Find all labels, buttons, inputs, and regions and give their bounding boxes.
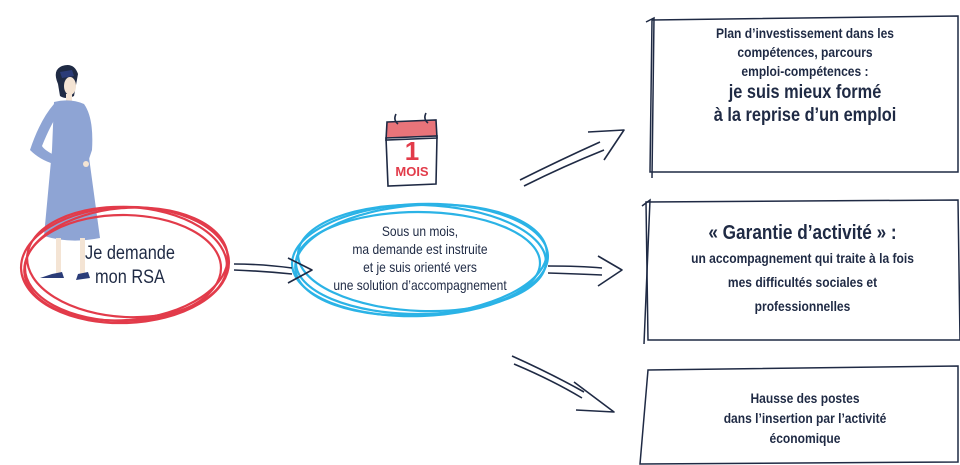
calendar-number: 1: [404, 136, 420, 166]
outcome-1-text: Plan d’investissement dans les compétenc…: [680, 24, 929, 127]
start-ellipse: [19, 205, 231, 325]
outcome-2-text: « Garantie d’activité » : un accompagnem…: [671, 220, 933, 318]
outcome-2-line-2: mes difficultés sociales et: [727, 274, 878, 290]
start-label: Je demande mon RSA: [78, 242, 181, 290]
outcome-box-1: [645, 15, 959, 179]
outcome-2-line-1: un accompagnement qui traite à la fois: [691, 250, 914, 266]
calendar-unit: MOIS: [395, 164, 429, 179]
arrow-to-outcome-3: [511, 355, 615, 413]
process-label-line-4: une solution d’accompagnement: [333, 277, 507, 293]
outcome-1-line-2: compétences, parcours: [737, 44, 873, 60]
arrow-to-outcome-1: [519, 129, 625, 187]
person-illustration: [30, 65, 100, 280]
outcome-1-line-3: emploi-compétences :: [741, 63, 869, 79]
arrow-to-outcome-2: [547, 255, 623, 287]
start-label-line-1: Je demande: [85, 243, 175, 264]
outcome-1-line-1: Plan d’investissement dans les: [715, 25, 894, 41]
outcome-2-emphasis-1: « Garantie d’activité » :: [708, 222, 897, 244]
process-label-line-2: ma demande est instruite: [352, 241, 488, 257]
outcome-3-line-2: dans l’insertion par l’activité: [723, 410, 887, 426]
start-label-line-2: mon RSA: [95, 267, 165, 288]
process-label: Sous un mois, ma demande est instruite e…: [317, 222, 523, 294]
outcome-3-line-1: Hausse des postes: [750, 390, 860, 406]
outcome-box-3: [639, 365, 959, 465]
outcome-3-line-3: économique: [769, 430, 841, 446]
process-label-line-1: Sous un mois,: [381, 223, 459, 239]
outcome-1-emphasis-2: à la reprise d’un emploi: [713, 105, 897, 126]
outcome-box-2: [641, 198, 960, 345]
process-ellipse: [290, 202, 550, 318]
outcome-1-emphasis-1: je suis mieux formé: [728, 82, 882, 103]
calendar-icon: [385, 112, 438, 187]
outcome-3-text: Hausse des postes dans l’insertion par l…: [680, 388, 929, 448]
process-label-line-3: et je suis orienté vers: [363, 259, 477, 275]
outcome-2-line-3: professionnelles: [754, 298, 851, 314]
arrow-start-to-process: [233, 257, 313, 284]
